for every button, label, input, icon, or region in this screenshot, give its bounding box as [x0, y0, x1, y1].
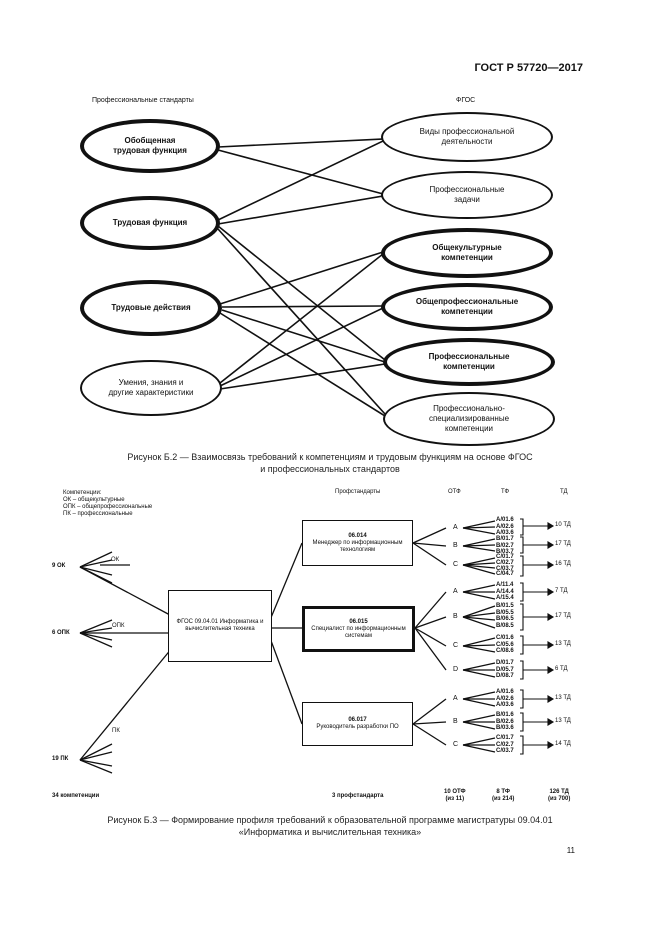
fig2-right-title: ФГОС — [456, 97, 476, 104]
ellipse-professional-activity-types: Виды профессиональной деятельности — [381, 112, 553, 162]
total-td: 126 ТД(из 700) — [548, 789, 571, 802]
otf-letter: A — [453, 524, 458, 531]
standard-box-06-014: 06.014 Менеджер по информационным технол… — [302, 520, 413, 566]
total-tf: 8 ТФ(из 214) — [492, 789, 515, 802]
tag-opk: ОПК — [112, 623, 125, 629]
otf-letter: A — [453, 588, 458, 595]
otf-letter: B — [453, 542, 458, 549]
td-count: 13 ТД — [555, 695, 571, 701]
tag-ok: ОК — [111, 557, 120, 563]
td-count: 13 ТД — [555, 718, 571, 724]
ellipse-labor-actions: Трудовые действия — [80, 280, 222, 336]
td-count: 14 ТД — [555, 741, 571, 747]
fgos-box: ФГОС 09.04.01 Информатика и вычислительн… — [168, 590, 272, 662]
otf-letter: D — [453, 666, 459, 673]
count-pk: 19 ПК — [52, 756, 69, 762]
col-header-otf: ОТФ — [448, 489, 461, 495]
tag-pk: ПК — [112, 728, 120, 734]
count-ok: 9 ОК — [52, 563, 66, 569]
ellipse-skills-knowledge: Умения, знания и другие характеристики — [80, 360, 222, 416]
count-opk: 6 ОПК — [52, 630, 70, 636]
otf-letter: B — [453, 613, 458, 620]
page-number: 11 — [566, 846, 575, 855]
col-header-tf: ТФ — [501, 489, 510, 495]
col-header-ps: Профстандарты — [335, 489, 381, 495]
total-ps: 3 профстандарта — [332, 793, 384, 799]
ellipse-generalized-labor-function: Обобщенная трудовая функция — [80, 119, 220, 173]
total-otf: 10 ОТФ(из 11) — [444, 789, 466, 802]
ellipse-general-professional-competences: Общепрофессиональные компетенции — [381, 283, 553, 331]
ellipse-professional-competences: Профессиональные компетенции — [383, 338, 555, 386]
col-header-td: ТД — [560, 489, 568, 495]
td-count: 7 ТД — [555, 588, 568, 594]
fig3-legend: Компетенции: ОК – общекультурные ОПК – о… — [63, 490, 153, 517]
ellipse-professional-tasks: Профессиональные задачи — [381, 171, 553, 219]
otf-letter: A — [453, 695, 458, 702]
td-count: 13 ТД — [555, 641, 571, 647]
td-count: 17 ТД — [555, 541, 571, 547]
td-count: 10 ТД — [555, 522, 571, 528]
ellipse-general-cultural-competences: Общекультурные компетенции — [381, 228, 553, 278]
ellipse-labor-function: Трудовая функция — [80, 196, 220, 250]
fig2-left-title: Профессиональные стандарты — [92, 97, 194, 104]
otf-letter: B — [453, 718, 458, 725]
otf-letter: C — [453, 741, 459, 748]
fig2-caption: Рисунок Б.2 — Взаимосвязь требований к к… — [127, 452, 533, 474]
standard-box-06-015: 06.015 Специалист по информационным сист… — [302, 606, 415, 652]
standard-box-06-017: 06.017 Руководитель разработки ПО — [302, 702, 413, 746]
otf-letter: C — [453, 561, 459, 568]
otf-letter: C — [453, 642, 459, 649]
td-count: 6 ТД — [555, 666, 568, 672]
td-count: 17 ТД — [555, 613, 571, 619]
td-count: 16 ТД — [555, 561, 571, 567]
total-competences: 34 компетенции — [52, 793, 100, 799]
fig3-caption: Рисунок Б.3 — Формирование профиля требо… — [107, 815, 553, 837]
ellipse-specialized-competences: Профессионально-специализированные компе… — [383, 392, 555, 446]
standard-number: ГОСТ Р 57720—2017 — [474, 62, 583, 74]
